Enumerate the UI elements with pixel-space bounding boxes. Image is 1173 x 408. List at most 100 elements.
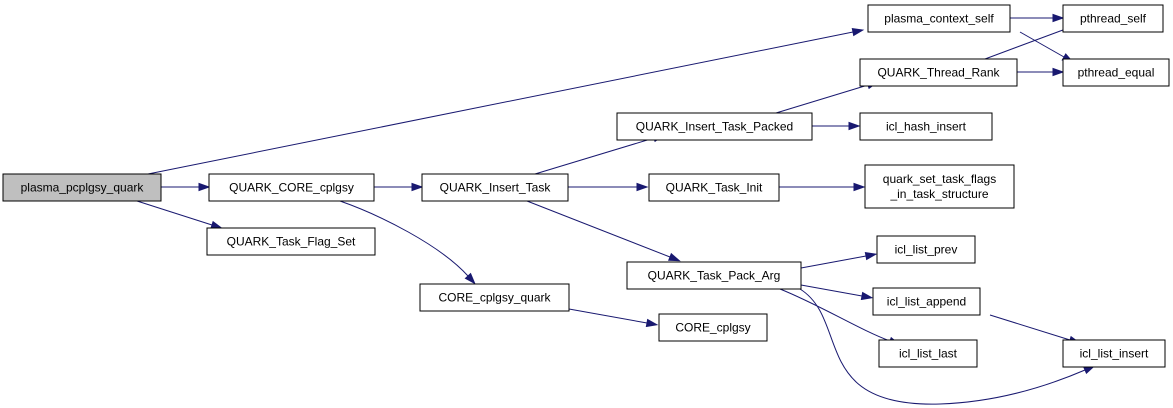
edge-list_append-to-list_insert <box>989 314 1081 344</box>
node-label-line: CORE_cplgsy_quark <box>438 291 551 305</box>
node-label: pthread_self <box>1080 12 1147 26</box>
edge-line <box>1019 31 1065 58</box>
node-label-line: plasma_pcplgsy_quark <box>21 181 145 195</box>
node-label: quark_set_task_flags_in_task_structure <box>883 172 996 201</box>
arrowhead-icon <box>198 182 211 192</box>
edge-line <box>775 84 869 114</box>
node-list-prev[interactable]: icl_list_prev <box>876 235 976 264</box>
node-label-line: QUARK_Thread_Rank <box>877 66 1000 80</box>
edge-pack_arg-to-list_prev <box>800 251 878 269</box>
edge-line <box>800 255 867 269</box>
edge-line <box>136 200 213 226</box>
node-set-flags[interactable]: quark_set_task_flags_in_task_structure <box>864 164 1015 209</box>
node-label: icl_list_last <box>899 347 958 361</box>
edge-core_call-to-core_quark <box>339 200 476 285</box>
edge-task_init-to-set_flags <box>779 182 866 192</box>
node-list-append[interactable]: icl_list_append <box>872 287 981 316</box>
node-label: QUARK_Thread_Rank <box>877 66 1000 80</box>
node-label-line: icl_list_append <box>887 295 966 309</box>
arrowhead-icon <box>848 121 861 131</box>
node-pthread-equal[interactable]: pthread_equal <box>1062 58 1170 87</box>
node-ctx-self[interactable]: plasma_context_self <box>867 4 1011 33</box>
edge-thread_rank-to-pthread_equal <box>1017 67 1065 77</box>
arrowhead-icon <box>1052 67 1065 77</box>
node-label-line: pthread_equal <box>1078 66 1155 80</box>
node-core[interactable]: CORE_cplgsy <box>658 313 768 342</box>
node-label-line: quark_set_task_flags <box>883 172 996 186</box>
node-core-quark[interactable]: CORE_cplgsy_quark <box>419 283 570 312</box>
node-box <box>859 58 1018 87</box>
node-flag-set[interactable]: QUARK_Task_Flag_Set <box>206 227 376 256</box>
node-label: plasma_context_self <box>884 12 994 26</box>
node-box <box>419 283 570 312</box>
edge-line <box>534 137 655 175</box>
node-root[interactable]: plasma_pcplgsy_quark <box>2 173 162 202</box>
node-label-line: QUARK_Task_Pack_Arg <box>648 269 781 283</box>
node-box <box>626 261 802 290</box>
arrowhead-icon <box>411 182 424 192</box>
node-label: QUARK_Task_Flag_Set <box>227 235 356 249</box>
node-label-line: QUARK_Task_Init <box>666 181 763 195</box>
edge-line <box>989 314 1071 341</box>
node-label: icl_hash_insert <box>886 120 967 134</box>
node-thread-rank[interactable]: QUARK_Thread_Rank <box>859 58 1018 87</box>
node-list-last[interactable]: icl_list_last <box>878 339 978 368</box>
arrowhead-icon <box>853 182 866 192</box>
edges-layer <box>136 13 1096 405</box>
arrowhead-icon <box>645 318 659 328</box>
node-label: icl_list_insert <box>1080 347 1149 361</box>
edge-line <box>799 288 1086 405</box>
arrowhead-icon <box>464 272 476 285</box>
node-label: QUARK_Task_Init <box>666 181 763 195</box>
node-box <box>658 313 768 342</box>
edge-line <box>147 31 854 175</box>
node-box <box>206 227 376 256</box>
node-box <box>864 164 1015 209</box>
node-label: QUARK_Insert_Task_Packed <box>636 120 793 134</box>
node-packed[interactable]: QUARK_Insert_Task_Packed <box>616 112 813 141</box>
node-label-line: _in_task_structure <box>889 187 988 201</box>
node-label: CORE_cplgsy <box>675 321 750 335</box>
node-label-line: QUARK_CORE_cplgsy <box>229 181 354 195</box>
node-label-line: plasma_context_self <box>884 12 994 26</box>
edge-root-to-flag_set <box>136 200 223 229</box>
node-label-line: icl_list_insert <box>1080 347 1149 361</box>
node-hash-insert[interactable]: icl_hash_insert <box>859 112 993 141</box>
node-box <box>1062 58 1170 87</box>
edge-line <box>339 200 469 277</box>
node-label-line: icl_list_last <box>899 347 958 361</box>
node-box <box>867 4 1011 33</box>
node-box <box>878 339 978 368</box>
node-label: QUARK_Insert_Task <box>440 181 552 195</box>
node-pack-arg[interactable]: QUARK_Task_Pack_Arg <box>626 261 802 290</box>
node-box <box>859 112 993 141</box>
arrowhead-icon <box>860 291 874 301</box>
node-box <box>648 173 780 202</box>
node-label: icl_list_prev <box>895 243 958 257</box>
node-box <box>421 173 569 202</box>
edge-core_call-to-insert_task <box>374 182 424 192</box>
edge-line <box>779 288 891 342</box>
edge-root-to-core_call <box>161 182 211 192</box>
node-label-line: pthread_self <box>1080 12 1147 26</box>
node-label: QUARK_CORE_cplgsy <box>229 181 354 195</box>
node-list-insert[interactable]: icl_list_insert <box>1062 339 1166 368</box>
node-box <box>616 112 813 141</box>
edge-line <box>526 200 671 258</box>
edge-packed-to-hash_insert <box>812 121 861 131</box>
node-core-call[interactable]: QUARK_CORE_cplgsy <box>208 173 375 202</box>
node-label: plasma_pcplgsy_quark <box>21 181 145 195</box>
node-task-init[interactable]: QUARK_Task_Init <box>648 173 780 202</box>
node-box <box>1062 339 1166 368</box>
node-pthread-self[interactable]: pthread_self <box>1062 4 1164 33</box>
arrowhead-icon <box>864 251 878 261</box>
node-insert-task[interactable]: QUARK_Insert_Task <box>421 173 569 202</box>
edge-core_quark-to-core <box>568 308 659 328</box>
edge-line <box>984 26 1072 60</box>
node-box <box>876 235 976 264</box>
edge-insert_task-to-task_init <box>568 182 649 192</box>
arrowhead-icon <box>851 27 865 37</box>
node-label-line: icl_list_prev <box>895 243 958 257</box>
